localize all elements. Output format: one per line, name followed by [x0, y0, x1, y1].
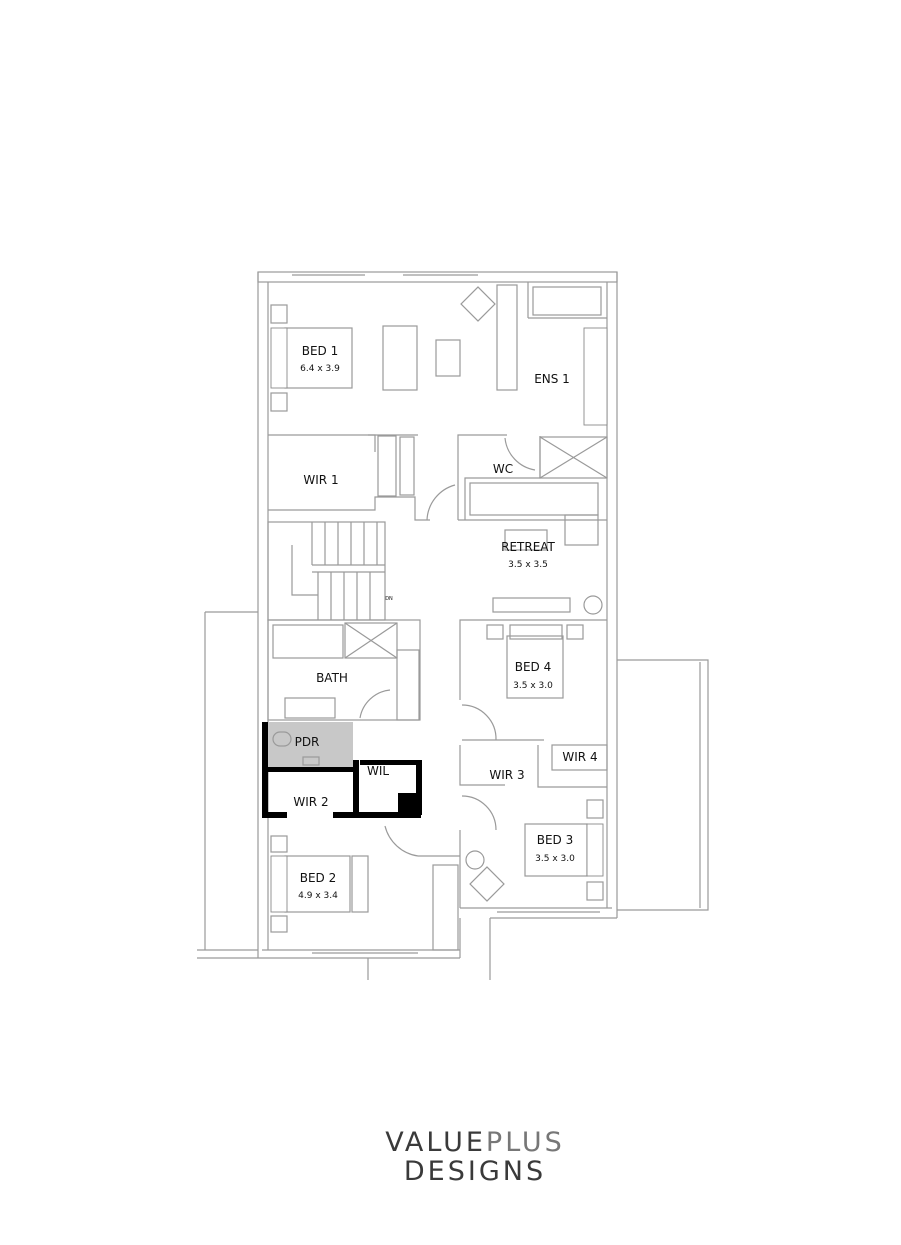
- room-labels: BED 1 6.4 x 3.9 ENS 1 WC WIR 1 RETREAT 3…: [293, 344, 597, 901]
- room-label-wc: WC: [493, 462, 513, 476]
- room-label-ens1: ENS 1: [534, 372, 570, 386]
- stair-treads: [291, 522, 385, 620]
- room-size-bed3: 3.5 x 3.0: [535, 854, 575, 864]
- logo-value: VALUE: [385, 1127, 486, 1158]
- company-logo: VALUEPLUS DESIGNS: [385, 1127, 565, 1187]
- room-label-bed3: BED 3: [537, 833, 574, 847]
- room-label-bed2: BED 2: [300, 871, 337, 885]
- stair-down-label: DN: [385, 596, 393, 602]
- room-label-wir3: WIR 3: [489, 768, 524, 782]
- powder-room-block: [262, 722, 422, 818]
- logo-designs: DESIGNS: [404, 1156, 546, 1187]
- room-label-wir2: WIR 2: [293, 795, 328, 809]
- room-label-pdr: PDR: [295, 735, 320, 749]
- room-size-bed1: 6.4 x 3.9: [300, 364, 340, 374]
- room-size-retreat: 3.5 x 3.5: [508, 560, 548, 570]
- room-label-wil: WIL: [367, 764, 389, 778]
- room-label-wir1: WIR 1: [303, 473, 338, 487]
- room-label-bath: BATH: [316, 671, 348, 685]
- room-size-bed2: 4.9 x 3.4: [298, 891, 338, 901]
- svg-text:VALUEPLUS: VALUEPLUS: [385, 1127, 565, 1158]
- room-label-wir4: WIR 4: [562, 750, 597, 764]
- room-size-bed4: 3.5 x 3.0: [513, 681, 553, 691]
- room-label-bed1: BED 1: [302, 344, 339, 358]
- interior-walls: [267, 282, 608, 951]
- room-label-bed4: BED 4: [515, 660, 552, 674]
- logo-plus: PLUS: [486, 1127, 565, 1158]
- room-label-retreat: RETREAT: [501, 540, 555, 554]
